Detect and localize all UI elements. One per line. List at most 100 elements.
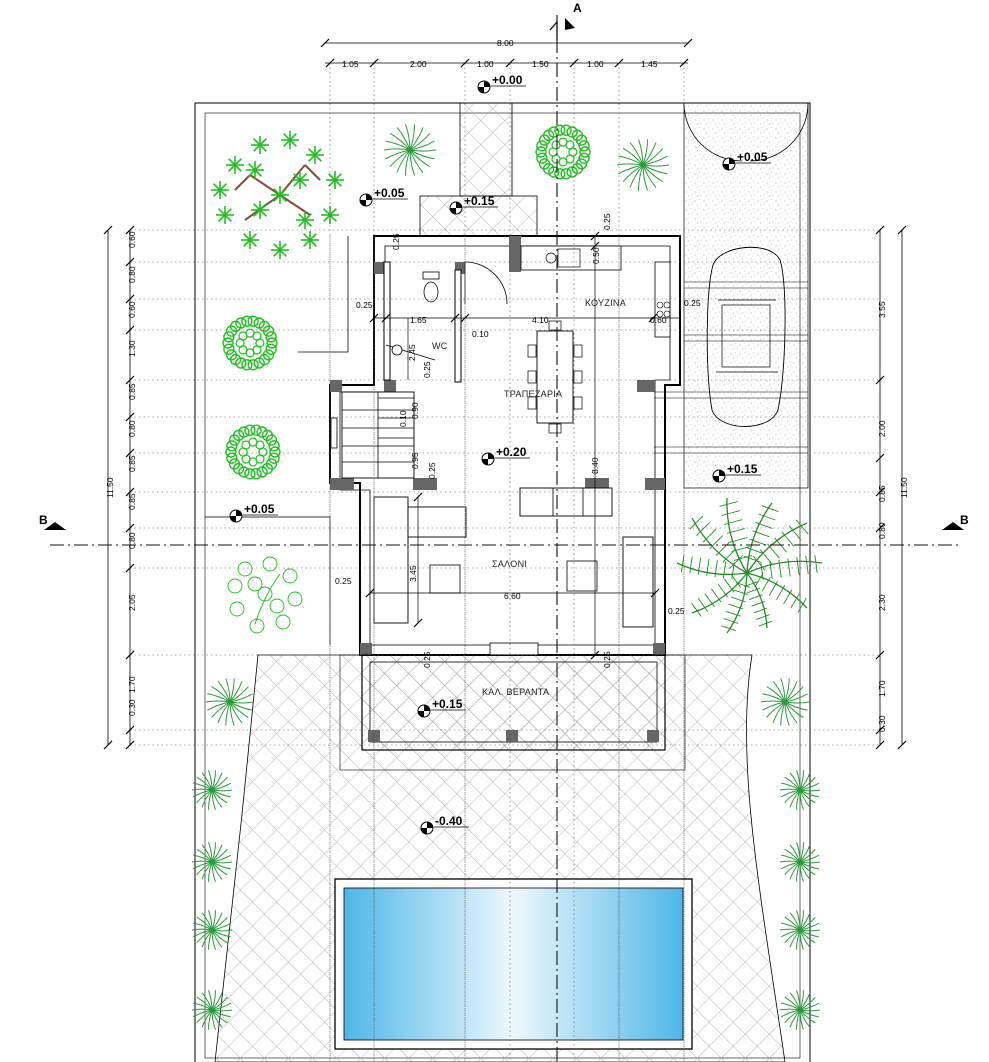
dim-left-segment: 0.85 — [127, 455, 137, 472]
plant-icon — [779, 770, 821, 810]
plant-icon — [760, 678, 810, 726]
dining-table — [527, 320, 583, 434]
dim-interior: 1.65 — [410, 315, 427, 325]
living-furniture — [373, 487, 654, 656]
veranda — [361, 654, 666, 751]
level-marker: +0.05 — [722, 150, 771, 171]
tree-icon — [211, 131, 344, 259]
dim-top-segment: 1.05 — [342, 59, 359, 69]
level-label: +0.05 — [374, 186, 405, 200]
dim-left-segment: 1.30 — [127, 340, 137, 357]
plant-icon — [779, 990, 821, 1030]
level-label: +0.15 — [464, 194, 495, 208]
dim-top-segment: 1.00 — [587, 59, 604, 69]
dim-interior: 0.25 — [356, 300, 373, 310]
plant-icon — [205, 678, 255, 726]
dim-right-segment: 0.30 — [877, 715, 887, 732]
level-label: +0.00 — [492, 73, 523, 87]
level-label: +0.15 — [432, 697, 463, 711]
room-label-veranda: ΚΑΛ. ΒΕΡΑΝΤΑ — [482, 687, 549, 697]
swimming-pool — [334, 878, 693, 1050]
level-markers: +0.00 +0.05 +0.15 +0.05 +0.20 +0.05 +0.15 +0.15… — [229, 73, 771, 835]
staircase — [330, 391, 415, 479]
plant-icon — [616, 139, 670, 191]
level-marker: +0.15 — [712, 462, 761, 483]
house-footprint — [329, 235, 681, 751]
dim-right-overall: 11.50 — [899, 477, 909, 498]
dim-right-segment: 0.80 — [877, 522, 887, 539]
level-marker: -0.40 — [420, 814, 469, 835]
dim-left-segment: 2.05 — [127, 594, 137, 611]
shrub-icon — [222, 315, 278, 371]
dim-left-segment: 0.80 — [127, 532, 137, 549]
dim-interior: 0.25 — [422, 361, 432, 378]
dim-right-segment: 2.30 — [877, 594, 887, 611]
dim-left-segment: 0.85 — [127, 383, 137, 400]
dim-interior: 0.95 — [410, 452, 420, 469]
level-marker: +0.05 — [229, 502, 278, 523]
plant-icon — [191, 990, 233, 1030]
grid-lines — [130, 63, 880, 1062]
room-label-living: ΣΑΛΟΝΙ — [492, 559, 527, 569]
parking-area — [683, 102, 809, 489]
room-label-kitchen: ΚΟΥΖΙΝΑ — [585, 298, 626, 308]
dim-right-segment: 3.55 — [877, 301, 887, 318]
dim-interior: 6.60 — [504, 591, 521, 601]
room-label-dining: ΤΡΑΠΕΖΑΡΙΑ — [504, 389, 562, 399]
dim-top-segment: 2.00 — [410, 59, 427, 69]
palm-tree-icon — [676, 497, 823, 634]
dim-interior: 0.10 — [398, 410, 408, 427]
dim-top-segment: 1.50 — [532, 59, 549, 69]
plant-icon — [191, 842, 233, 882]
level-marker: +0.15 — [417, 697, 466, 718]
dim-interior: 0.90 — [410, 402, 420, 419]
dim-interior: 2.45 — [407, 344, 417, 361]
plant-icon — [383, 124, 437, 176]
dim-left-segment: 1.70 — [127, 676, 137, 693]
shrub-icon — [535, 124, 591, 180]
dim-interior: 0.25 — [427, 462, 437, 479]
dim-left-segment: 0.85 — [127, 493, 137, 510]
dim-left-segment: 0.80 — [127, 266, 137, 283]
plant-icon — [779, 910, 821, 950]
dim-interior: 8.40 — [590, 457, 600, 474]
plant-icon — [191, 770, 233, 810]
dim-left-overall: 11.50 — [105, 477, 115, 498]
level-label: +0.15 — [727, 462, 758, 476]
level-label: +0.05 — [244, 502, 275, 516]
plant-icon — [779, 842, 821, 882]
dim-interior: 0.25 — [602, 213, 612, 230]
dim-right-segment: 1.70 — [877, 680, 887, 697]
dim-interior: 0.10 — [472, 329, 489, 339]
dim-top-segment: 1.00 — [477, 59, 494, 69]
dim-top-segment: 1.45 — [641, 59, 658, 69]
dim-left-segment: 0.30 — [127, 699, 137, 716]
dim-interior: 0.25 — [668, 606, 685, 616]
vegetation — [191, 124, 823, 1030]
level-label: -0.40 — [435, 814, 463, 828]
entry-path — [459, 102, 513, 197]
level-marker: +0.15 — [449, 194, 498, 215]
dim-interior: 0.25 — [422, 651, 432, 668]
tree-icon — [227, 556, 303, 634]
room-labels: ΚΟΥΖΙΝΑ WC ΤΡΑΠΕΖΑΡΙΑ ΣΑΛΟΝΙ ΚΑΛ. ΒΕΡΑΝΤ… — [432, 298, 626, 697]
dim-interior: 0.25 — [335, 576, 352, 586]
room-label-wc: WC — [432, 341, 448, 351]
level-marker: +0.05 — [359, 186, 408, 207]
level-marker: +0.20 — [481, 445, 530, 466]
section-mark-b-right: B — [960, 513, 969, 527]
shrub-icon — [225, 424, 281, 480]
section-mark-a: A — [573, 1, 582, 15]
plant-icon — [191, 910, 233, 950]
section-lines — [44, 15, 964, 1062]
dim-right-segment: 2.00 — [877, 420, 887, 437]
section-mark-b-left: B — [39, 513, 48, 527]
dim-left-segment: 0.60 — [127, 231, 137, 248]
dim-interior: 0.25 — [684, 298, 701, 308]
dim-interior: 0.25 — [602, 651, 612, 668]
dim-interior: 0.50 — [591, 247, 601, 264]
dim-left-segment: 0.60 — [127, 301, 137, 318]
dim-right-segment: 0.85 — [877, 485, 887, 502]
